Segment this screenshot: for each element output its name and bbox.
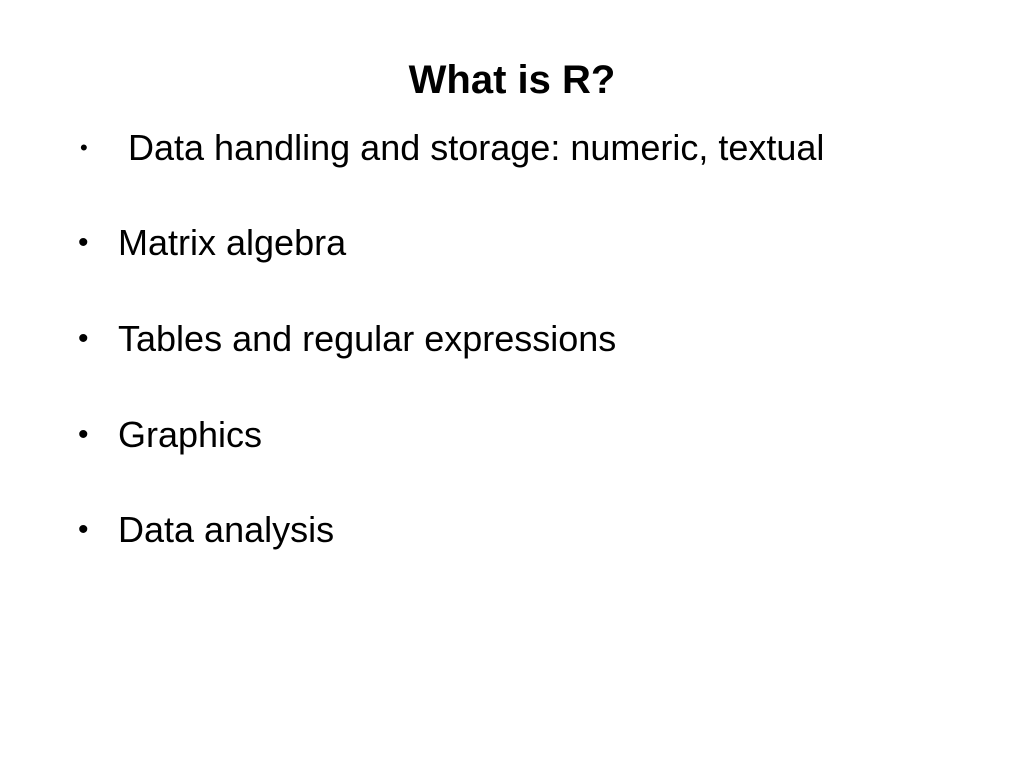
bullet-text: Matrix algebra [118, 222, 347, 263]
bullet-text: Data analysis [118, 509, 335, 550]
bullet-icon: • [78, 226, 89, 259]
bullet-icon: • [78, 418, 89, 451]
bullet-icon: • [78, 513, 89, 546]
bullet-text: Graphics [118, 414, 263, 455]
bullet-text: Tables and regular expressions [118, 318, 617, 359]
bullet-text: Data handling and storage: numeric, text… [128, 127, 825, 168]
bullet-icon: • [78, 322, 89, 355]
slide-title: What is R? [408, 58, 616, 102]
bullet-icon: • [80, 135, 88, 160]
